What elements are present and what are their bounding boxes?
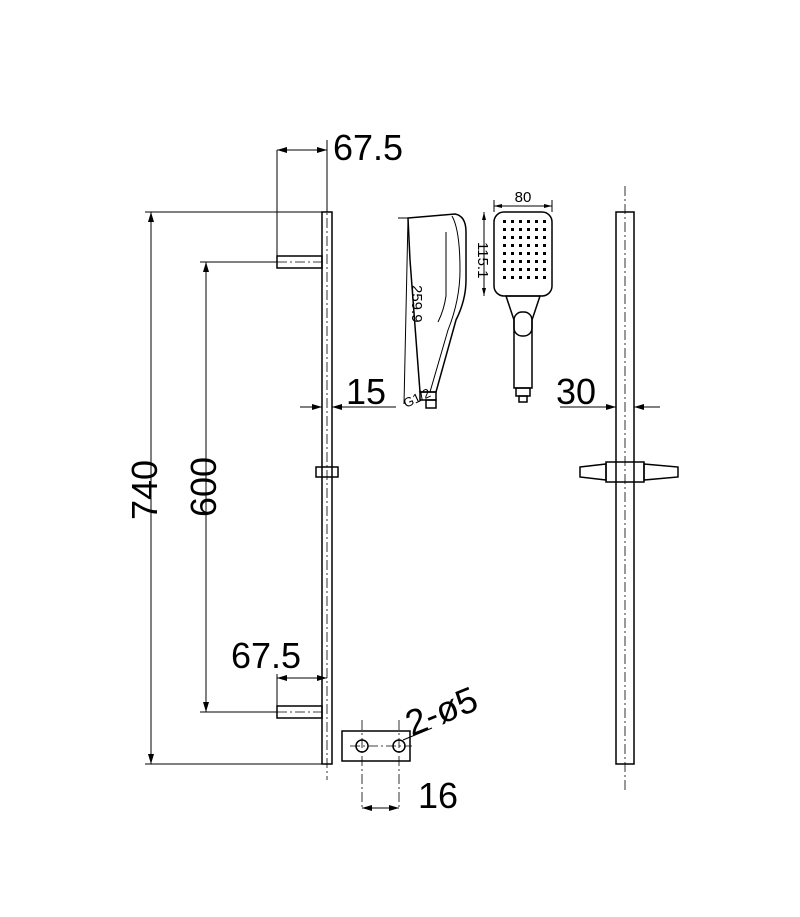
dimension-bracket-spacing: 600	[183, 261, 277, 713]
nozzle-grid	[503, 220, 546, 279]
label-bracket-spacing: 600	[183, 457, 224, 517]
slider-left-wing	[579, 463, 607, 481]
label-total-length: 740	[124, 460, 165, 520]
rail-side-view	[276, 200, 339, 780]
label-handset-length: 259.9	[408, 285, 425, 323]
label-head-height: 115.1	[474, 242, 491, 278]
dimension-total-length: 740	[124, 211, 322, 765]
label-mount-width: 16	[418, 775, 458, 816]
label-bracket-depth-top: 67.5	[333, 127, 403, 168]
label-bracket-depth-bottom: 67.5	[231, 635, 301, 676]
handset-front-view: 80 115.1	[474, 189, 553, 403]
label-rail-diameter: 30	[556, 371, 596, 412]
label-head-width: 80	[515, 189, 532, 206]
label-mount-holes: 2-ø5	[399, 678, 483, 744]
dimension-rail-gap: 15	[300, 371, 396, 412]
dimension-bracket-depth-top: 67.5	[276, 127, 403, 256]
mount-plate: 2-ø5 16	[341, 678, 483, 816]
mode-button	[513, 311, 533, 337]
dimension-bracket-depth-bottom: 67.5	[231, 635, 327, 706]
slider-bracket	[315, 466, 339, 478]
handset-side-view: G1/2 259.9	[398, 213, 467, 411]
label-thread: G1/2	[401, 385, 433, 411]
rail-front-view: 30	[556, 186, 679, 790]
slider-right-wing	[643, 463, 679, 481]
label-rail-gap: 15	[346, 371, 386, 412]
